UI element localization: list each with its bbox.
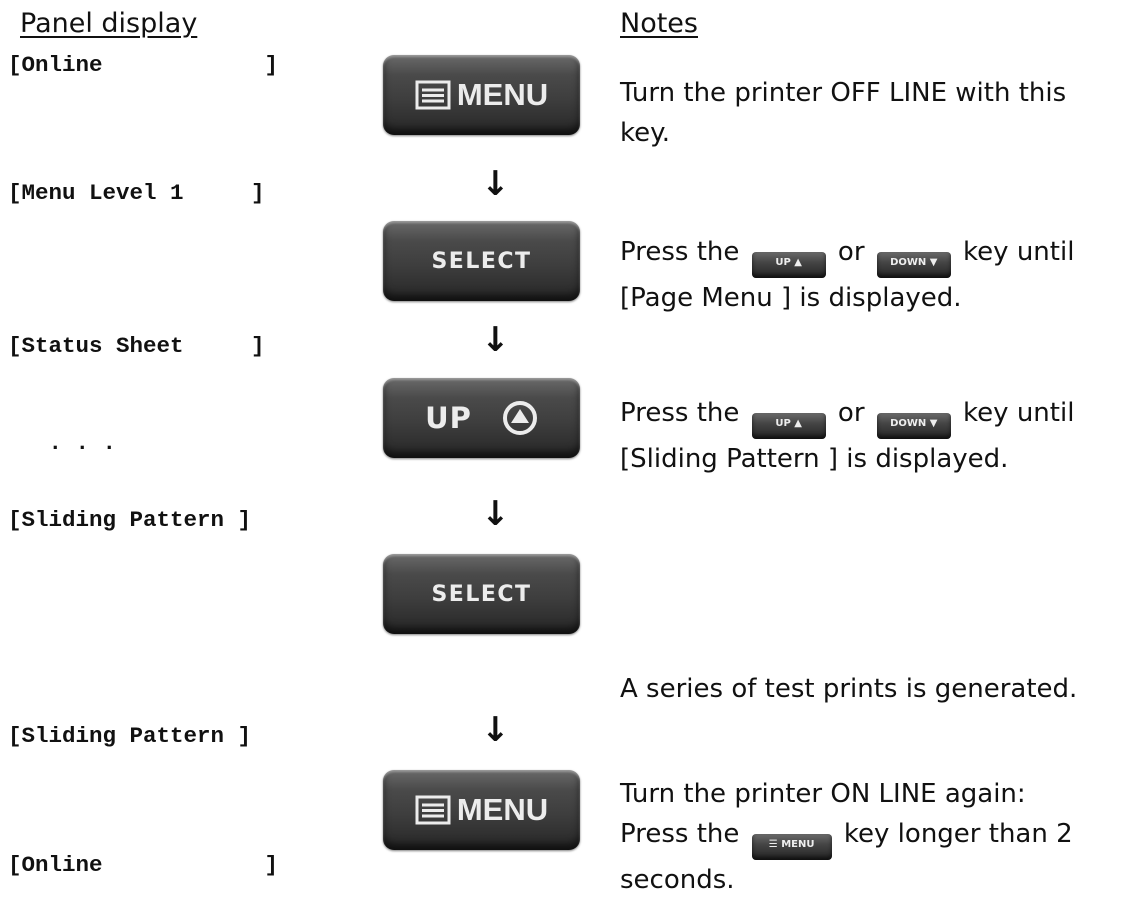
panel-line-sliding-pattern: [Sliding Pattern ] [8, 507, 252, 533]
mini-key-label: MENU [781, 839, 815, 850]
note-text: Press the [620, 398, 740, 428]
notes-header: Notes [620, 8, 698, 39]
panel-line-status-sheet: [Status Sheet ] [8, 333, 265, 359]
note-on-line: Turn the printer ON LINE again: Press th… [620, 774, 1120, 900]
menu-key-2[interactable]: MENU [383, 770, 580, 850]
note-text: key until [Page Menu ] is displayed. [620, 237, 1075, 313]
mini-key-label: UP [775, 257, 791, 268]
note-text: key until [Sliding Pattern ] is displaye… [620, 398, 1075, 474]
note-text: Press the [620, 237, 740, 267]
select-key-2[interactable]: SELECT [383, 554, 580, 634]
menu-lines-icon [415, 795, 451, 825]
up-key[interactable]: UP [383, 378, 580, 458]
select-key-label: SELECT [431, 248, 532, 274]
mini-key-label: UP [775, 418, 791, 429]
menu-key-label: MENU [456, 77, 549, 112]
up-mini-key-icon: UP ▲ [751, 252, 826, 278]
down-mini-key-icon: DOWN ▼ [876, 252, 951, 278]
panel-line-sliding-pattern-2: [Sliding Pattern ] [8, 723, 252, 749]
panel-line-ellipsis: . . . [8, 430, 117, 456]
note-test-prints: A series of test prints is generated. [620, 674, 1078, 704]
menu-key[interactable]: MENU [383, 55, 580, 135]
menu-mini-key-icon: ☰ MENU [751, 834, 832, 860]
panel-line-online: [Online ] [8, 52, 279, 78]
note-text: Turn the printer ON LINE again: [620, 779, 1026, 809]
note-text: Press the [620, 819, 740, 849]
up-key-label: UP [425, 401, 472, 435]
note-off-line: Turn the printer OFF LINE with this key. [620, 78, 1067, 148]
menu-key-label: MENU [456, 792, 549, 827]
note-sliding-pattern: Press the UP ▲ or DOWN ▼ key until [Slid… [620, 393, 1120, 479]
up-mini-key-icon: UP ▲ [751, 413, 826, 439]
note-text: or [837, 398, 865, 428]
mini-key-label: DOWN [890, 418, 927, 429]
menu-lines-icon [415, 80, 451, 110]
down-mini-key-icon: DOWN ▼ [876, 413, 951, 439]
note-page-menu: Press the UP ▲ or DOWN ▼ key until [Page… [620, 232, 1120, 318]
panel-line-online-2: [Online ] [8, 852, 279, 878]
note-text: or [837, 237, 865, 267]
panel-line-menu-level-1: [Menu Level 1 ] [8, 180, 265, 206]
up-triangle-circle-icon [502, 401, 537, 435]
select-key-label: SELECT [431, 581, 532, 607]
select-key[interactable]: SELECT [383, 221, 580, 301]
panel-display-header: Panel display [20, 8, 198, 39]
mini-key-label: DOWN [890, 257, 927, 268]
